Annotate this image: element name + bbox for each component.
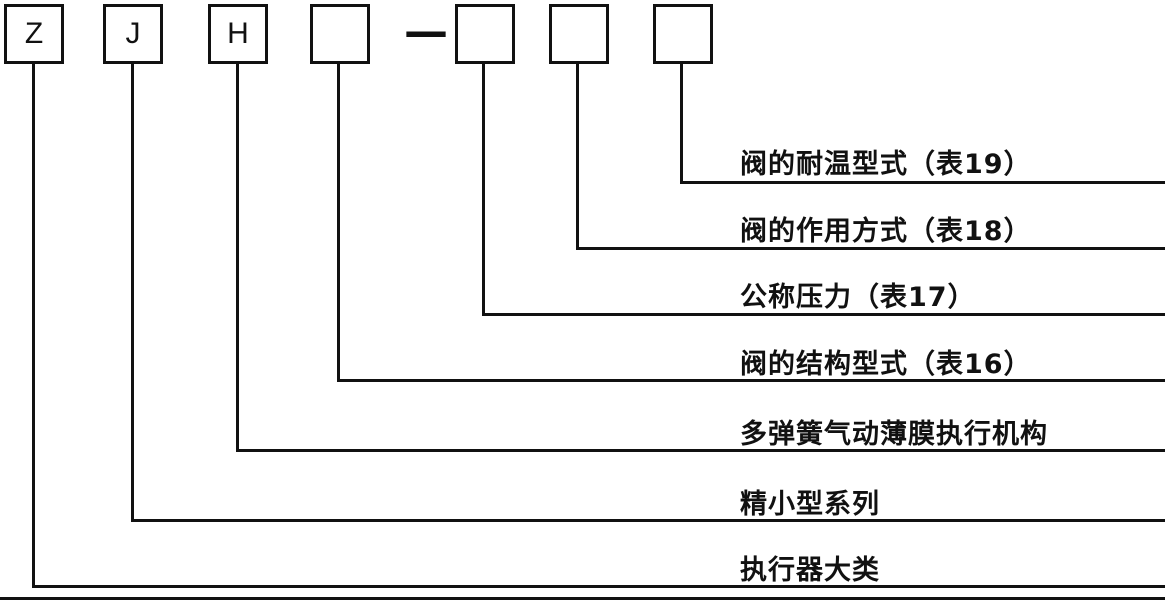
bottom-rule — [0, 597, 1165, 600]
callout-label-series: 精小型系列 — [740, 489, 880, 520]
callout-label-pressure: 公称压力（表17） — [740, 282, 976, 313]
connector-h-structure — [337, 379, 1165, 382]
connector-h-actuator-type — [236, 449, 1165, 452]
callout-label-action: 阀的作用方式（表18） — [740, 216, 1032, 247]
connector-h-pressure — [482, 313, 1165, 316]
callout-label-structure: 阀的结构型式（表16） — [740, 349, 1032, 380]
connector-v-pressure — [482, 62, 485, 316]
connector-h-actuator-class — [32, 585, 1165, 588]
connector-h-temperature — [680, 181, 1165, 184]
connector-v-series — [131, 62, 134, 522]
callout-label-temperature: 阀的耐温型式（表19） — [740, 149, 1032, 180]
callout-label-actuator-type: 多弹簧气动薄膜执行机构 — [740, 419, 1048, 450]
connector-v-action — [576, 62, 579, 250]
code-box-actuator-class: Z — [4, 4, 64, 64]
connector-v-temperature — [680, 62, 683, 184]
connector-h-action — [576, 247, 1165, 250]
connector-v-actuator-class — [32, 62, 35, 588]
code-box-temperature — [653, 4, 713, 64]
code-box-action — [549, 4, 609, 64]
code-box-series: J — [103, 4, 163, 64]
dash-separator: — — [404, 6, 448, 57]
code-box-actuator-type: H — [208, 4, 268, 64]
connector-h-series — [131, 519, 1165, 522]
callout-label-actuator-class: 执行器大类 — [740, 555, 880, 586]
connector-v-actuator-type — [236, 62, 239, 452]
code-box-pressure — [455, 4, 515, 64]
code-box-structure — [310, 4, 370, 64]
connector-v-structure — [337, 62, 340, 382]
